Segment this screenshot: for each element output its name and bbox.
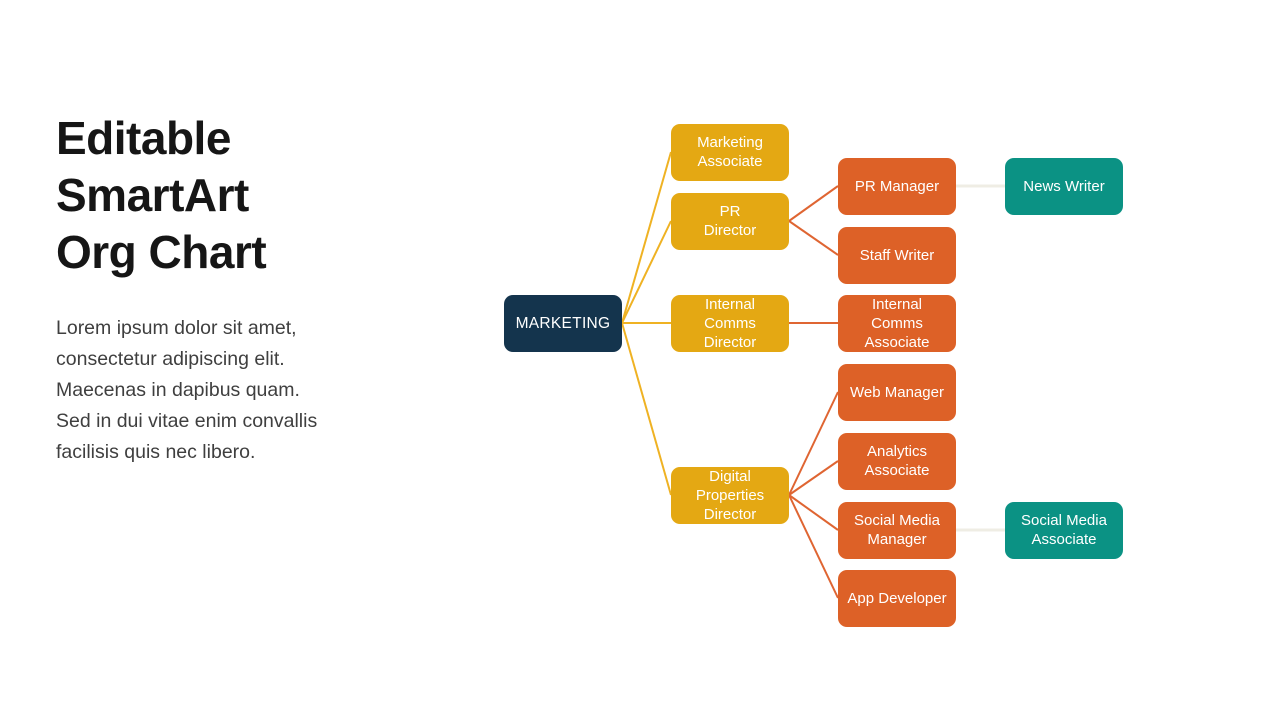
edge-marketing-to-marketing-associate (621, 151, 672, 324)
org-node-social-media-associate: Social Media Associate (1005, 501, 1123, 559)
org-node-app-developer: App Developer (838, 569, 956, 627)
org-node-marketing: MARKETING (504, 294, 622, 352)
text-panel: Editable SmartArt Org Chart Lorem ipsum … (56, 110, 386, 468)
org-node-news-writer: News Writer (1005, 157, 1123, 215)
edge-digital-properties-director-to-analytics-associate (788, 460, 839, 496)
edge-digital-properties-director-to-app-developer (788, 494, 839, 599)
org-node-internal-comms-director: Internal Comms Director (671, 294, 789, 352)
org-node-internal-comms-associate: Internal Comms Associate (838, 294, 956, 352)
org-node-social-media-manager: Social Media Manager (838, 501, 956, 559)
org-node-staff-writer: Staff Writer (838, 226, 956, 284)
slide-title: Editable SmartArt Org Chart (56, 112, 267, 278)
edge-pr-director-to-pr-manager (788, 185, 839, 222)
edge-digital-properties-director-to-web-manager (788, 391, 839, 496)
edge-digital-properties-director-to-social-media-manager (788, 494, 839, 531)
edge-marketing-to-digital-properties-director (621, 322, 672, 496)
org-node-digital-properties-director: Digital Properties Director (671, 466, 789, 524)
edge-pr-director-to-staff-writer (788, 220, 839, 256)
org-node-web-manager: Web Manager (838, 363, 956, 421)
org-node-pr-director: PR Director (671, 192, 789, 250)
org-node-pr-manager: PR Manager (838, 157, 956, 215)
edge-marketing-to-pr-director (621, 220, 672, 324)
org-node-marketing-associate: Marketing Associate (671, 123, 789, 181)
org-node-analytics-associate: Analytics Associate (838, 432, 956, 490)
slide-body-text: Lorem ipsum dolor sit amet, consectetur … (56, 317, 318, 463)
